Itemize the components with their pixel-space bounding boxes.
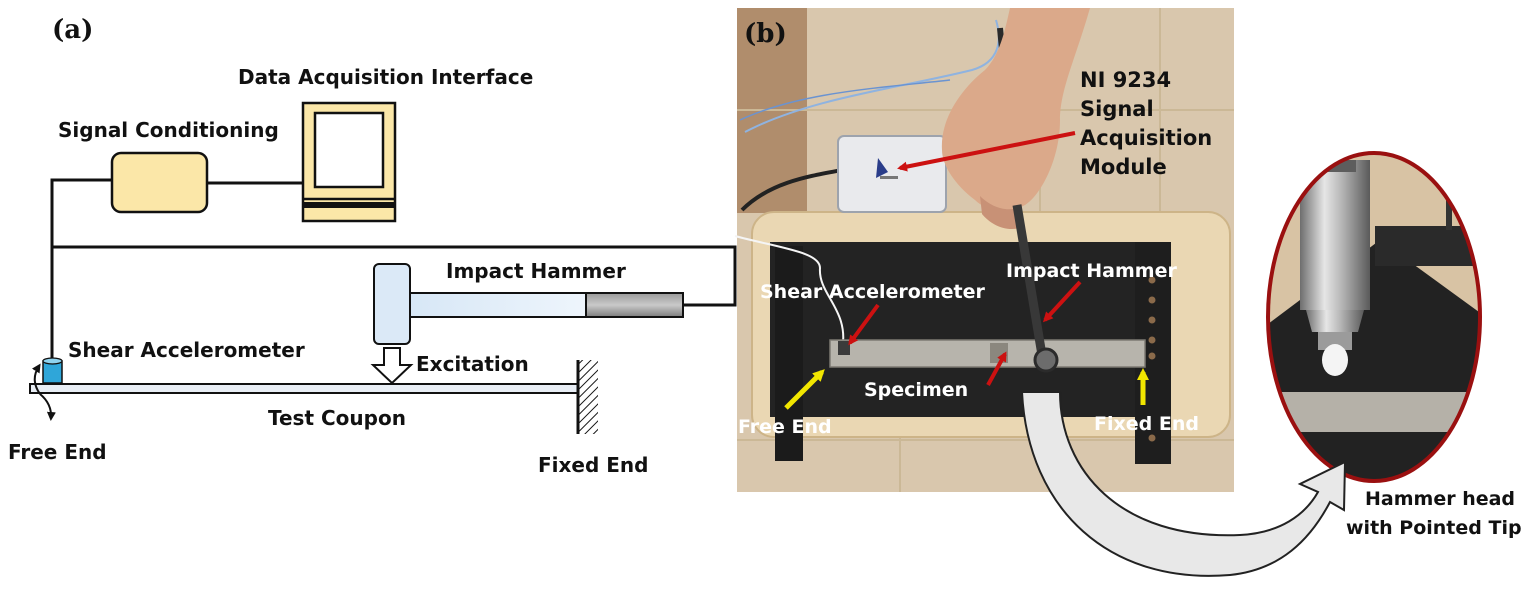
arrow-to-hammer: [1042, 280, 1082, 323]
shear-accelerometer-icon: [42, 357, 63, 384]
shear-accelerometer-label-a: Shear Accelerometer: [68, 338, 305, 362]
ni-module-icon: [837, 135, 947, 213]
detail-zoom: [1266, 151, 1482, 483]
cable-blue: [744, 19, 1000, 133]
test-coupon-label: Test Coupon: [268, 406, 406, 430]
panel-a-tag: (a): [52, 15, 93, 45]
signal-conditioning-box: [110, 151, 209, 214]
specimen-label: Specimen: [864, 379, 968, 401]
fixed-end-label-a: Fixed End: [538, 453, 648, 477]
photo-hammer-head: [1033, 347, 1059, 373]
fixed-wall-icon: [576, 360, 598, 434]
cable-blue-2: [739, 79, 951, 121]
cable-wire-main: [50, 178, 112, 360]
module-label-line4: Module: [1080, 155, 1167, 179]
detail-circle-border: [1266, 151, 1482, 483]
panel-b-tag: (b): [744, 19, 787, 49]
arrow-to-accelerometer: [848, 303, 880, 346]
test-coupon-beam: [29, 383, 579, 394]
module-label: NI 9234 Signal Acquisition Module: [1080, 68, 1212, 179]
cable-white: [734, 235, 845, 351]
free-end-label-a: Free End: [8, 440, 107, 464]
steel-fixture: [770, 242, 1171, 464]
module-label-line1: NI 9234: [1080, 68, 1171, 92]
arrow-free-end: [784, 369, 825, 410]
data-acquisition-computer-icon: [301, 101, 397, 223]
module-label-line3: Acquisition: [1080, 126, 1212, 150]
arrow-to-module: [897, 131, 1076, 172]
cable-wire-hammer: [52, 245, 737, 307]
curved-arrow-icon: [1020, 391, 1347, 577]
detail-label-line1: Hammer head: [1365, 488, 1515, 510]
cable-black: [740, 168, 843, 212]
module-label-line2: Signal: [1080, 97, 1154, 121]
arrow-to-specimen: [986, 351, 1007, 386]
hand-arm: [941, 8, 1090, 211]
free-end-label-b: Free End: [738, 416, 832, 438]
fixed-end-label-b: Fixed End: [1094, 413, 1199, 435]
specimen-bar: [829, 339, 1146, 368]
detail-label-line2: with Pointed Tip: [1346, 517, 1522, 539]
impact-hammer-label-b: Impact Hammer: [1006, 260, 1177, 282]
panel-b-photo: (b) Impact Hammer Shear Accelerometer Sp…: [734, 8, 1234, 492]
data-acquisition-label: Data Acquisition Interface: [238, 65, 533, 89]
vibration-arrow-icon: [31, 363, 41, 395]
excitation-arrow-icon: [370, 347, 414, 385]
photo-accelerometer: [838, 341, 850, 355]
panel-a: (a) Signal Conditioning Data Acquisition…: [8, 15, 737, 477]
excitation-label: Excitation: [416, 352, 529, 376]
hand-finger: [980, 196, 1020, 230]
photo-hammer-handle: [1012, 204, 1047, 356]
signal-conditioning-label: Signal Conditioning: [58, 118, 279, 142]
shear-accelerometer-label-b: Shear Accelerometer: [760, 281, 985, 303]
vibration-arrow-down-icon: [39, 393, 56, 421]
impact-hammer-label: Impact Hammer: [446, 259, 626, 283]
impact-hammer-icon: [373, 263, 684, 345]
